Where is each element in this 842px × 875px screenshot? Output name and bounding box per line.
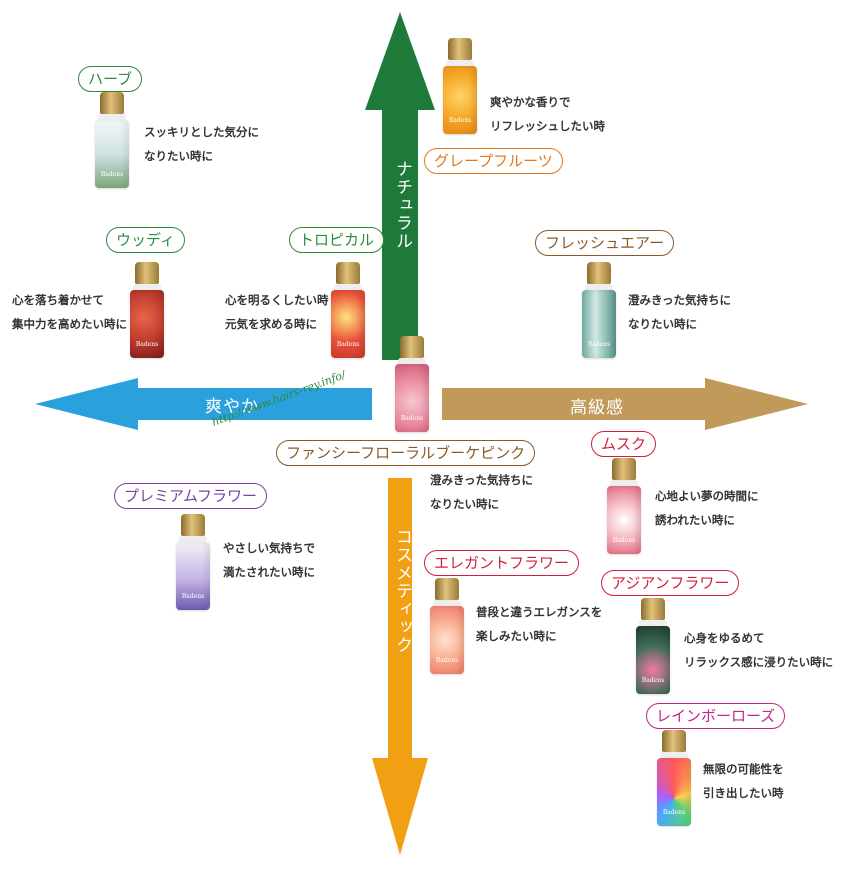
product-bottle-musk: Badens: [607, 458, 641, 554]
product-label-woody: ウッディ: [106, 227, 185, 253]
product-label-rainbow: レインボーローズ: [646, 703, 786, 729]
product-label-tropical: トロピカル: [289, 227, 385, 253]
product-desc-woody: 心を落ち着かせて集中力を高めたい時に: [12, 293, 127, 331]
product-bottle-asian: Badens: [636, 598, 670, 694]
product-label-asian: アジアンフラワー: [601, 570, 740, 596]
product-bottle-rainbow: Badens: [657, 730, 691, 826]
axis-label-luxury: 高級感: [570, 398, 624, 418]
axis-label-cosmetic: コスメティック: [392, 528, 412, 654]
product-label-freshair: フレッシュエアー: [535, 230, 675, 256]
product-desc-premium: やさしい気持ちで満たされたい時に: [223, 541, 315, 579]
product-bottle-woody: Badens: [130, 262, 164, 358]
product-bottle-herb: Badens: [95, 92, 129, 188]
product-desc-asian: 心身をゆるめてリラックス感に浸りたい時に: [684, 631, 834, 669]
product-desc-grapefruit: 爽やかな香りでリフレッシュしたい時: [490, 95, 605, 133]
product-bottle-premium: Badens: [176, 514, 210, 610]
product-desc-freshair: 澄みきった気持ちになりたい時に: [628, 293, 732, 331]
product-desc-herb: スッキリとした気分になりたい時に: [144, 125, 259, 163]
product-desc-musk: 心地よい夢の時間に誘われたい時に: [655, 489, 759, 527]
product-label-grapefruit: グレープフルーツ: [424, 148, 563, 174]
axis-label-natural: ナチュラル: [392, 160, 412, 250]
product-desc-tropical: 心を明るくしたい時元気を求める時に: [225, 293, 329, 331]
product-desc-elegant: 普段と違うエレガンスを楽しみたい時に: [476, 605, 603, 643]
axis-arrow-left: [35, 378, 372, 430]
product-label-musk: ムスク: [591, 431, 657, 457]
product-bottle-freshair: Badens: [582, 262, 616, 358]
product-label-herb: ハーブ: [78, 66, 143, 92]
product-bottle-fancy: Badens: [395, 336, 429, 432]
product-bottle-tropical: Badens: [331, 262, 365, 358]
product-bottle-elegant: Badens: [430, 578, 464, 674]
product-desc-fancy: 澄みきった気持ちになりたい時に: [430, 473, 534, 511]
product-label-premium: プレミアムフラワー: [114, 483, 268, 509]
axis-arrow-bottom: [372, 478, 428, 855]
product-label-elegant: エレガントフラワー: [424, 550, 580, 576]
product-label-fancy: ファンシーフローラルブーケピンク: [276, 440, 536, 466]
axis-arrow-right: [442, 378, 808, 430]
axis-arrow-top: [365, 12, 435, 360]
axis-label-refreshing: 爽やか: [205, 397, 259, 417]
product-bottle-grapefruit: Badens: [443, 38, 477, 134]
product-desc-rainbow: 無限の可能性を引き出したい時: [703, 762, 784, 800]
